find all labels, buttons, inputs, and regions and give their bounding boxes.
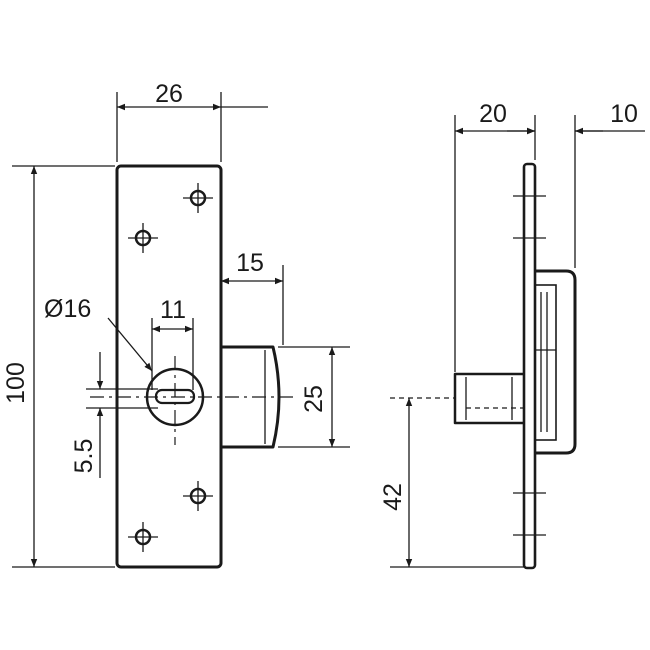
dim-label-plate-offset: 10 [610, 100, 638, 128]
dim-label-bolt-height: 25 [300, 385, 328, 413]
front-plate [115, 164, 223, 569]
bolt-side [453, 372, 527, 425]
dim-label-width-front: 26 [155, 80, 183, 108]
dim-label-bolt-projection: 15 [236, 249, 264, 277]
dim-label-depth: 20 [479, 100, 507, 128]
mounting-hole-bottom-right [183, 481, 213, 511]
mounting-hole-top-right [183, 183, 213, 213]
front-dimensions: 26 100 Ø16 11 5.5 15 25 [2, 80, 350, 568]
lock-case [529, 269, 577, 455]
side-plate [522, 162, 537, 570]
side-view [453, 162, 577, 570]
dim-label-slot-width: 11 [160, 296, 186, 324]
mounting-hole-top-left [128, 223, 158, 253]
front-view [90, 164, 296, 569]
side-dimensions: 20 10 42 [379, 100, 645, 568]
mounting-hole-bottom-left [128, 522, 158, 552]
dim-label-height: 100 [2, 362, 30, 404]
dim-label-slot-offset: 5.5 [70, 439, 98, 474]
screw-ticks [513, 195, 546, 536]
dim-label-center-height: 42 [379, 483, 407, 511]
dim-label-diameter: Ø16 [44, 295, 91, 323]
